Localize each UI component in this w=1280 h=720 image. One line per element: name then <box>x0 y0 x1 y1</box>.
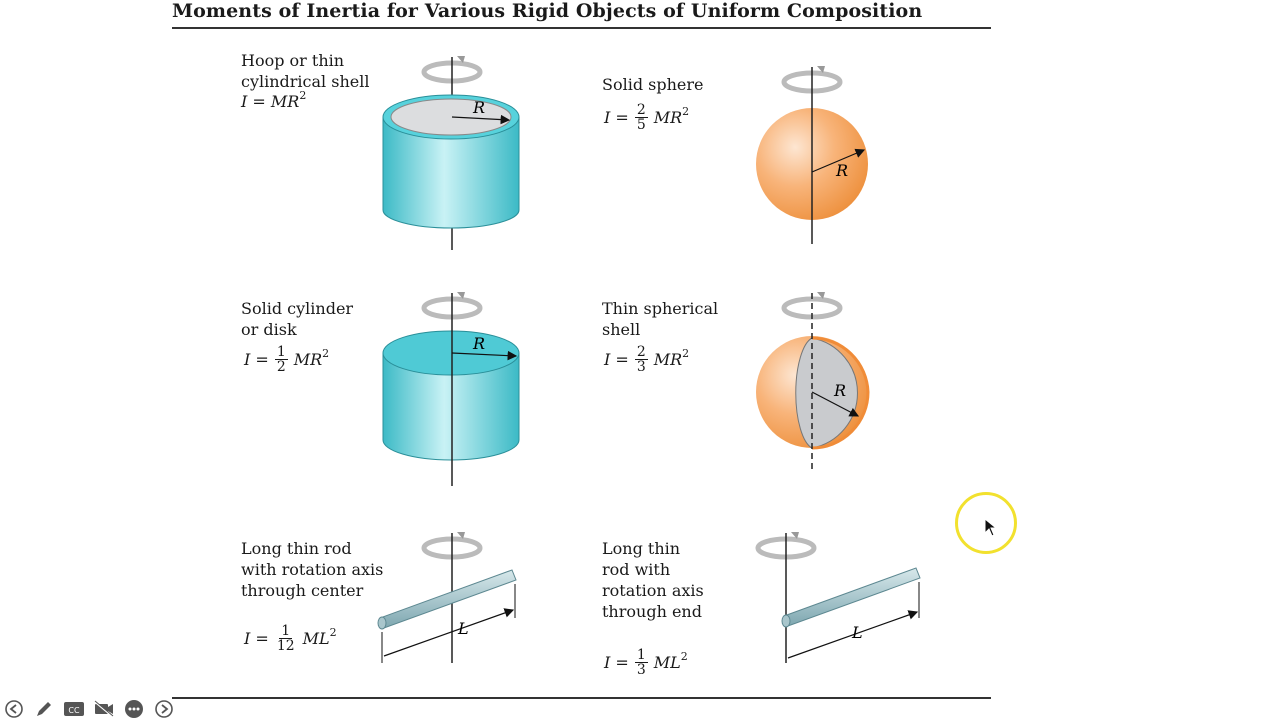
hoop-radius-label: R <box>472 98 485 117</box>
rod-center-length-label: L <box>457 619 469 638</box>
solid-sphere-figure: R <box>756 66 868 244</box>
pen-icon[interactable] <box>32 698 56 720</box>
cursor-highlight-ring <box>955 492 1017 554</box>
rod-end-length-label: L <box>851 623 863 642</box>
spherical-shell-figure: R <box>756 292 870 470</box>
back-arrow-icon[interactable] <box>2 698 26 720</box>
camera-off-icon[interactable] <box>92 698 116 720</box>
rod-end-label: Long thin rod with rotation axis through… <box>602 539 704 621</box>
rod-center-label: Long thin rod with rotation axis through… <box>241 539 384 600</box>
forward-arrow-icon[interactable] <box>152 698 176 720</box>
title-rule <box>172 27 991 29</box>
hoop-figure: R <box>382 56 520 250</box>
sphere-radius-label: R <box>835 161 848 180</box>
hoop-label: Hoop or thin cylindrical shell <box>241 51 370 91</box>
solid-sphere-label: Solid sphere <box>602 75 704 94</box>
cylinder-radius-label: R <box>472 334 485 353</box>
solid-cylinder-label: Solid cylinder or disk <box>241 299 354 339</box>
presentation-toolbar: CC <box>0 697 176 720</box>
more-icon[interactable] <box>122 698 146 720</box>
spherical-shell-label: Thin spherical shell <box>602 299 719 339</box>
rod-end-figure: L <box>755 532 921 663</box>
bottom-rule <box>172 697 991 699</box>
closed-caption-icon[interactable]: CC <box>62 698 86 720</box>
slide-title: Moments of Inertia for Various Rigid Obj… <box>172 0 923 22</box>
shell-radius-label: R <box>833 381 846 400</box>
solid-cylinder-figure: R <box>382 292 520 486</box>
rod-center-figure: L <box>377 532 517 663</box>
mouse-pointer-icon <box>984 518 998 537</box>
cc-text: CC <box>68 706 80 715</box>
